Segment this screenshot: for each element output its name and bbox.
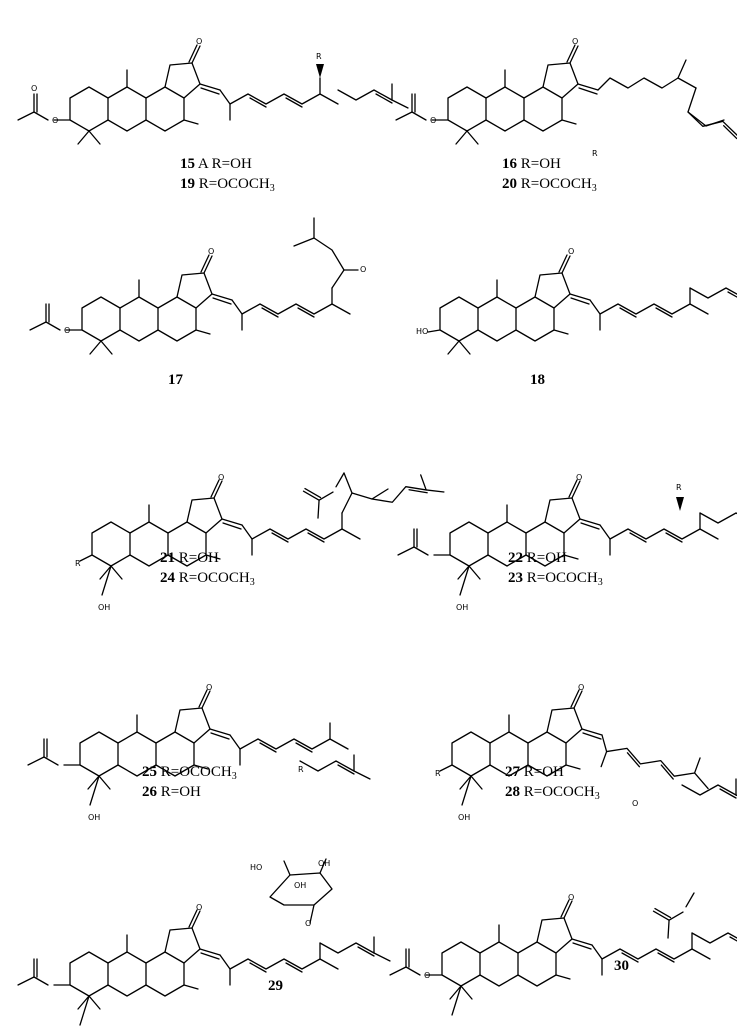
label-30: 30 <box>614 958 629 974</box>
structure-29 <box>17 858 391 1026</box>
carbonyl-oxygen-18: O <box>568 247 574 256</box>
svg-text:25 R=OCOCH3: 25 R=OCOCH3 <box>142 764 237 782</box>
svg-text:21 R=OH: 21 R=OH <box>160 550 219 566</box>
label-18: 18 <box>530 372 545 388</box>
structure-22 <box>397 479 737 596</box>
structure-25 <box>27 689 371 806</box>
hydroxyl-22: OH <box>456 603 468 612</box>
label-21: 21 R=OH 24 R=OCOCH3 <box>160 550 255 588</box>
structure-16 <box>395 44 737 149</box>
label-17: 17 <box>168 372 184 388</box>
carbonyl-oxygen-27: O <box>578 683 584 692</box>
r-group-22: R <box>676 483 682 492</box>
carbonyl-oxygen-22: O <box>576 473 582 482</box>
carbonyl-oxygen-16: O <box>572 37 578 46</box>
svg-text:19 R=OCOCH3: 19 R=OCOCH3 <box>180 176 275 194</box>
acetate-oxygen-30: O <box>424 971 430 980</box>
acetate-oxygen-17: O <box>64 326 70 335</box>
structure-27 <box>439 689 737 806</box>
label-16: 16 R=OH 20 R=OCOCH3 <box>502 156 597 194</box>
svg-text:17: 17 <box>168 372 184 388</box>
hydroxyl-27: OH <box>458 813 470 822</box>
svg-text:15 A R=OH: 15 A R=OH <box>180 156 252 172</box>
ketone-oxygen-17: O <box>360 265 366 274</box>
acetate-carbonyl-oxygen-15: O <box>31 84 37 93</box>
label-27: 27 R=OH 28 R=OCOCH3 <box>505 764 600 802</box>
label-25: 25 R=OCOCH3 26 R=OH <box>142 764 237 800</box>
svg-text:23 R=OCOCH3: 23 R=OCOCH3 <box>508 570 603 588</box>
structure-17 <box>29 217 359 355</box>
acetate-oxygen-15: O <box>52 116 58 125</box>
carbonyl-oxygen-29: O <box>196 903 202 912</box>
label-29: 29 <box>268 978 283 994</box>
sugar-hydroxyl-1: HO <box>250 863 262 872</box>
structure-21 <box>79 459 445 596</box>
svg-text:29: 29 <box>268 978 283 994</box>
structure-15 <box>17 44 409 145</box>
ester-oxygen-27: O <box>632 799 638 808</box>
svg-text:26 R=OH: 26 R=OH <box>142 784 201 800</box>
structure-30 <box>389 879 737 1016</box>
svg-text:20 R=OCOCH3: 20 R=OCOCH3 <box>502 176 597 194</box>
svg-text:16 R=OH: 16 R=OH <box>502 156 561 172</box>
acetate-oxygen-16: O <box>430 116 436 125</box>
carbonyl-oxygen-30: O <box>568 893 574 902</box>
r-group-16: R <box>592 149 598 158</box>
r-group-21: R <box>75 559 81 568</box>
svg-text:22 R=OH: 22 R=OH <box>508 550 567 566</box>
svg-text:18: 18 <box>530 372 545 388</box>
r-group-25: R <box>298 765 304 774</box>
structure-18 <box>427 254 737 355</box>
label-22: 22 R=OH 23 R=OCOCH3 <box>508 550 603 588</box>
carbonyl-oxygen-15: O <box>196 37 202 46</box>
sugar-hydroxyl-2: OH <box>318 859 330 868</box>
r-group-15: R <box>316 52 322 61</box>
carbonyl-oxygen-25: O <box>206 683 212 692</box>
hydroxyl-21: OH <box>98 603 110 612</box>
glycoside-oxygen-29: O <box>305 919 311 928</box>
hydroxyl-18: HO <box>416 327 428 336</box>
carbonyl-oxygen-17: O <box>208 247 214 256</box>
hydroxyl-25: OH <box>88 813 100 822</box>
svg-text:28 R=OCOCH3: 28 R=OCOCH3 <box>505 784 600 802</box>
svg-text:27 R=OH: 27 R=OH <box>505 764 564 780</box>
label-15: 15 A R=OH 19 R=OCOCH3 <box>180 156 275 194</box>
carbonyl-oxygen-21: O <box>218 473 224 482</box>
svg-text:24 R=OCOCH3: 24 R=OCOCH3 <box>160 570 255 588</box>
sugar-hydroxyl-3: OH <box>294 881 306 890</box>
svg-text:30: 30 <box>614 958 629 974</box>
r-group-27: R <box>435 769 441 778</box>
